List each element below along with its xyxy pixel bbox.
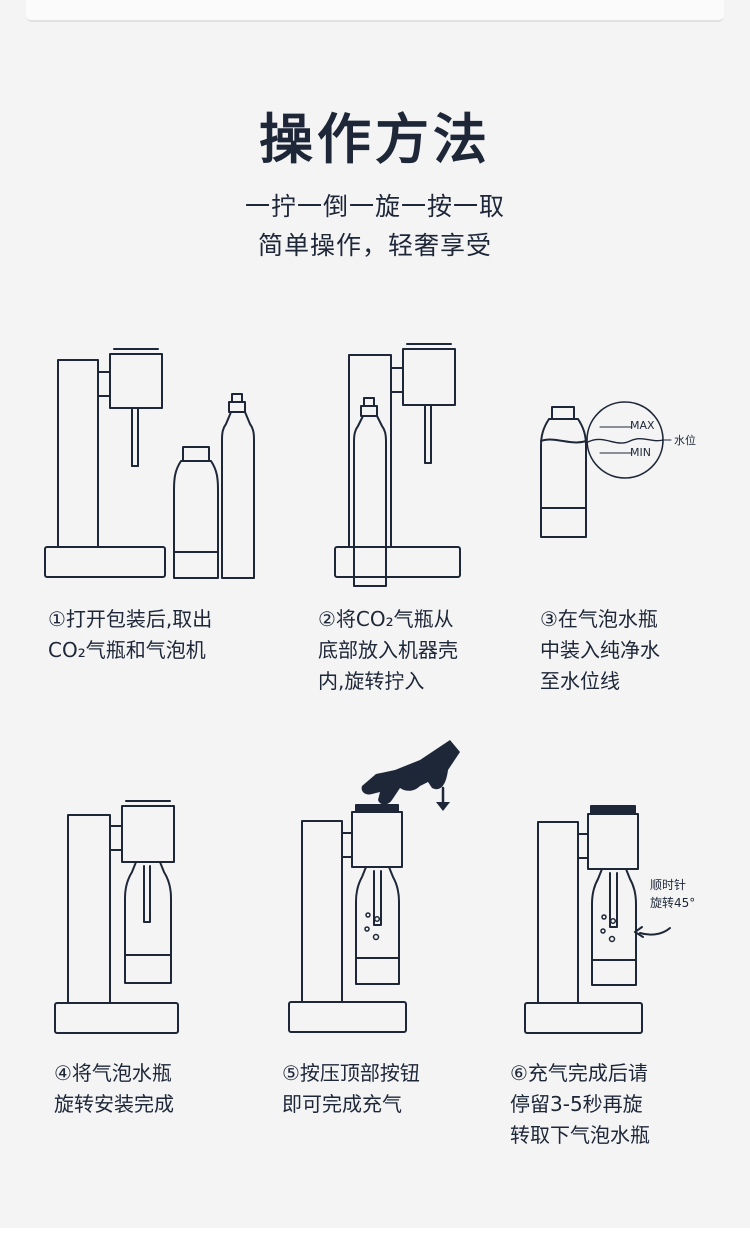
rotate-label-line-1: 顺时针 bbox=[650, 878, 687, 892]
max-label: MAX bbox=[630, 419, 655, 432]
step5-illustration bbox=[288, 740, 460, 1033]
step1-caption: ①打开包装后,取出 CO₂气瓶和气泡机 bbox=[48, 607, 213, 662]
step5-caption: ⑤按压顶部按钮 即可完成充气 bbox=[282, 1061, 420, 1116]
step1-illustration bbox=[44, 348, 255, 579]
page-title: 操作方法 bbox=[259, 108, 491, 171]
subtitle-line-2: 简单操作，轻奢享受 bbox=[257, 231, 492, 260]
step6-illustration bbox=[524, 805, 671, 1034]
step6-caption: ⑥充气完成后请 停留3-5秒再旋 转取下气泡水瓶 bbox=[510, 1061, 650, 1147]
subtitle-line-1: 一拧一倒一旋一按一取 bbox=[244, 192, 505, 221]
min-label: MIN bbox=[630, 446, 651, 459]
step4-illustration bbox=[54, 800, 179, 1034]
step3-illustration bbox=[540, 401, 672, 538]
rotate-label-line-2: 旋转45° bbox=[650, 896, 696, 910]
step2-illustration bbox=[334, 343, 461, 587]
step2-caption: ②将CO₂气瓶从 底部放入机器壳 内,旋转拧入 bbox=[318, 607, 458, 693]
step4-caption: ④将气泡水瓶 旋转安装完成 bbox=[54, 1061, 174, 1116]
step3-caption: ③在气泡水瓶 中装入纯净水 至水位线 bbox=[540, 607, 660, 693]
bottom-band bbox=[0, 1228, 750, 1235]
water-level-label: 水位 bbox=[674, 434, 696, 447]
top-card-edge bbox=[26, 0, 724, 22]
